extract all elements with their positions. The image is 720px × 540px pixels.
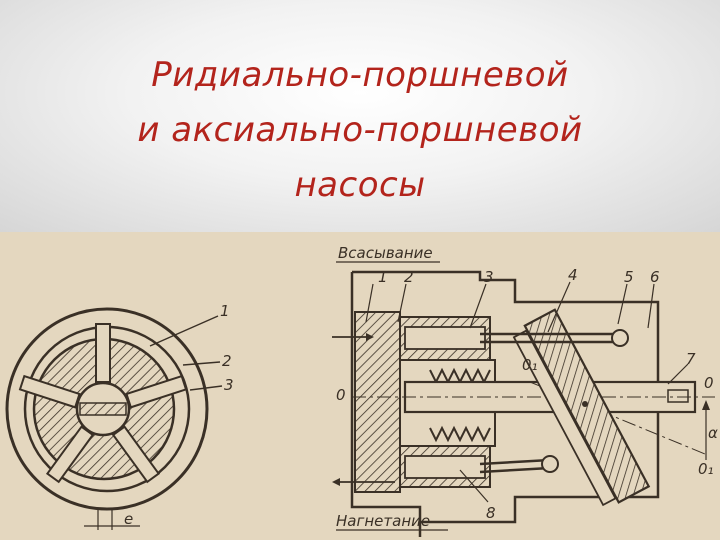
- upper-bore: [404, 326, 486, 350]
- rod-lower: [479, 458, 551, 466]
- pump-drawing-scan: 1 2 3 e: [0, 232, 720, 540]
- axis-label-o-left: 0: [336, 386, 346, 404]
- angle-label-alpha: α: [708, 424, 718, 442]
- suction-label: Всасывание: [338, 244, 433, 262]
- axial-pump: [332, 261, 715, 537]
- slide-title: Ридиально-поршневой и аксиально-поршнево…: [0, 48, 720, 213]
- pump-drawing: 1 2 3 e: [5, 244, 718, 537]
- slide-header: Ридиально-поршневой и аксиально-поршнево…: [0, 0, 720, 232]
- part-6: 6: [650, 268, 660, 286]
- part-5: 5: [624, 268, 634, 286]
- part-4: 4: [568, 266, 578, 284]
- part-3: 3: [484, 268, 494, 286]
- shaft-divider: [79, 402, 127, 416]
- part-8: 8: [486, 504, 496, 522]
- radial-label-2: 2: [222, 352, 232, 370]
- radial-pump: [5, 307, 223, 530]
- lower-bore: [404, 455, 486, 479]
- part-1: 1: [378, 268, 388, 286]
- axis-label-o1-center: 0₁: [522, 356, 538, 374]
- title-line-2: и аксиально-поршневой: [137, 110, 583, 150]
- discharge-label: Нагнетание: [336, 512, 430, 530]
- title-line-1: Ридиально-поршневой: [151, 55, 569, 95]
- distributor-plate: [354, 311, 401, 493]
- radial-label-e: e: [124, 510, 133, 528]
- radial-label-1: 1: [220, 302, 230, 320]
- part-2: 2: [404, 268, 414, 286]
- piston-top: [95, 323, 111, 383]
- axis-label-o1-right: 0₁: [698, 460, 714, 478]
- part-7: 7: [686, 350, 696, 368]
- title-line-3: насосы: [294, 165, 426, 205]
- axis-label-o-right: 0: [704, 374, 714, 392]
- radial-label-3: 3: [224, 376, 234, 394]
- spring-lower: [429, 425, 491, 443]
